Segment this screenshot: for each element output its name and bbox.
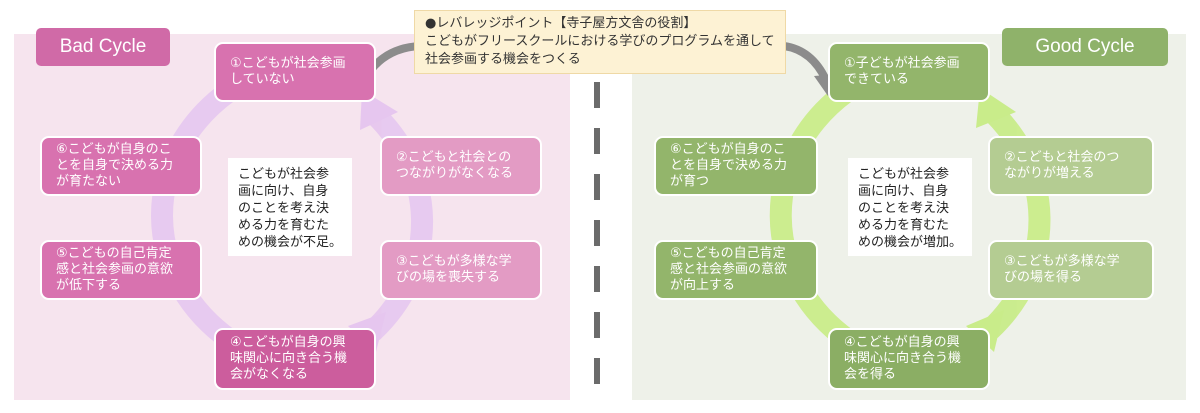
bad-cycle-ring-arrow xyxy=(151,83,434,349)
bad-node-2: ②こどもと社会との つながりがなくなる xyxy=(380,136,542,196)
good-node-4: ④こどもが自身の興 味関心に向き合う機 会を得る xyxy=(828,328,990,390)
good-node-1: ①子どもが社会参画 できている xyxy=(828,42,990,102)
good-node-5: ⑤こどもの自己肯定 感と社会参画の意欲 が向上する xyxy=(654,240,818,300)
leverage-point-body: こどもがフリースクールにおける学びのプログラムを通して社会参画する機会をつくる xyxy=(425,34,775,67)
good-node-6: ⑥こどもが自身のこ とを自身で決める力 が育つ xyxy=(654,136,818,196)
leverage-point-title: ●レバレッジポイント【寺子屋方文舎の役割】 xyxy=(425,16,697,31)
bad-node-3: ③こどもが多様な学 びの場を喪失する xyxy=(380,240,542,300)
bad-node-6: ⑥こどもが自身のこ とを自身で決める力 が育たない xyxy=(40,136,202,196)
bad-node-5: ⑤こどもの自己肯定 感と社会参画の意欲 が低下する xyxy=(40,240,202,300)
leverage-point-box: ●レバレッジポイント【寺子屋方文舎の役割】 こどもがフリースクールにおける学びの… xyxy=(414,10,786,74)
good-node-2: ②こどもと社会のつ ながりが増える xyxy=(988,136,1154,196)
bad-node-1: ①こどもが社会参画 していない xyxy=(214,42,376,102)
bad-node-4: ④こどもが自身の興 味関心に向き合う機 会がなくなる xyxy=(214,328,376,390)
bad-center-text: こどもが社会参 画に向け、自身 のことを考え決 める力を育むた めの機会が不足。 xyxy=(228,158,352,256)
good-center-text: こどもが社会参 画に向け、自身 のことを考え決 める力を育むた めの機会が増加。 xyxy=(848,158,972,256)
good-node-3: ③こどもが多様な学 びの場を得る xyxy=(988,240,1154,300)
bad-cycle-title: Bad Cycle xyxy=(36,28,170,66)
good-cycle-title: Good Cycle xyxy=(1002,28,1168,66)
good-cycle-ring-arrow xyxy=(769,83,1051,349)
leverage-connector-right xyxy=(783,42,830,82)
